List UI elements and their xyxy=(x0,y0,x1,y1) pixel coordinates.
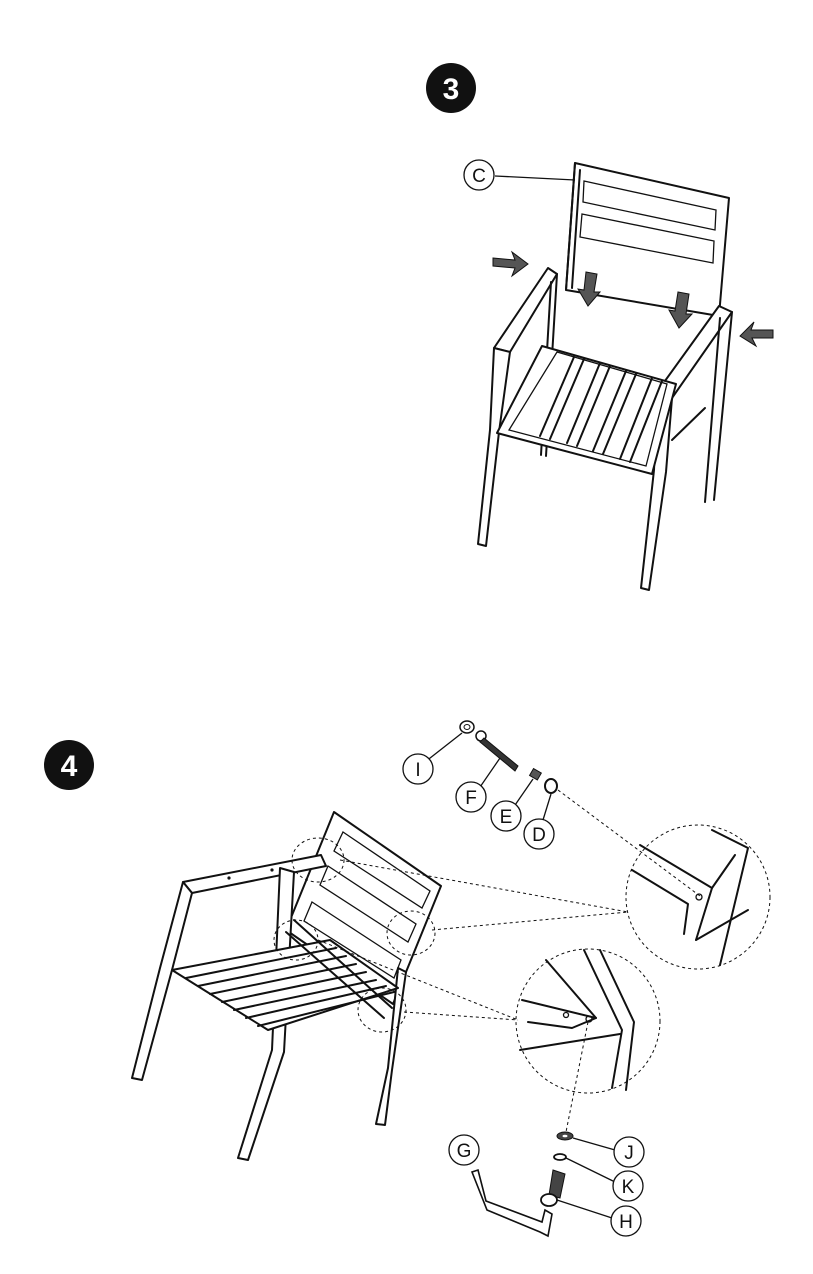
part-label-j: J xyxy=(613,1136,645,1168)
part-label-k: K xyxy=(612,1170,644,1202)
part-label-e: E xyxy=(490,800,522,832)
detail-view-upper xyxy=(625,824,771,970)
left-front-leg xyxy=(477,347,511,547)
backrest-slat-top xyxy=(582,180,717,231)
step-4-number: 4 xyxy=(61,750,78,783)
push-arrow-right xyxy=(739,321,774,348)
inverted-leg-center xyxy=(237,867,295,1161)
part-label-g: G xyxy=(448,1134,480,1166)
part-label-f: F xyxy=(455,781,487,813)
step-3-number: 3 xyxy=(443,73,460,106)
svg-text:K: K xyxy=(622,1177,635,1198)
step-3-badge: 3 xyxy=(426,63,476,113)
backrest-slat-middle xyxy=(579,213,715,264)
svg-text:J: J xyxy=(624,1143,634,1164)
bolt-h xyxy=(540,1169,566,1207)
svg-text:C: C xyxy=(472,166,486,187)
inverted-leg-left xyxy=(131,881,193,1081)
svg-text:E: E xyxy=(500,807,513,828)
step-4-chair-illustration xyxy=(131,720,771,1238)
bolt-f xyxy=(475,730,519,772)
svg-text:H: H xyxy=(619,1212,633,1233)
washer-j xyxy=(556,1131,574,1141)
step-3-chair-illustration: C xyxy=(463,159,774,591)
push-arrow-down-left xyxy=(577,271,602,307)
push-arrow-down-right xyxy=(668,291,694,329)
detail-view-lower xyxy=(515,948,661,1094)
svg-text:I: I xyxy=(415,760,420,781)
part-label-h: H xyxy=(610,1205,642,1237)
part-label-c: C xyxy=(463,159,495,191)
allen-key-g xyxy=(470,1168,553,1238)
washer-d xyxy=(544,778,558,794)
inverted-leg-right xyxy=(375,967,407,1126)
svg-text:F: F xyxy=(465,788,477,809)
nut-e xyxy=(528,767,543,781)
lock-washer-k xyxy=(553,1153,567,1161)
part-label-d: D xyxy=(523,818,555,850)
washer-i xyxy=(459,720,475,734)
step-4-badge: 4 xyxy=(44,740,94,790)
svg-text:G: G xyxy=(457,1141,472,1162)
svg-text:D: D xyxy=(532,825,546,846)
push-arrow-left xyxy=(492,250,529,278)
part-label-i: I xyxy=(402,753,434,785)
